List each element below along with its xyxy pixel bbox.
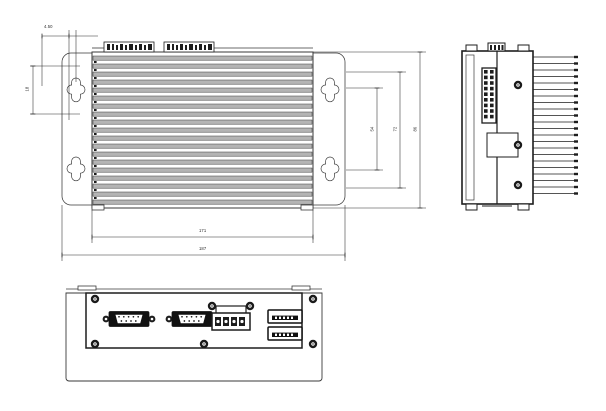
foot-bottom-right xyxy=(300,204,314,211)
io-screw-bottom-right xyxy=(308,339,318,349)
fin-root-marks xyxy=(94,61,97,199)
foot-bottom-left xyxy=(91,204,105,211)
side-recess-panel xyxy=(486,132,519,158)
side-edge-rail xyxy=(465,54,475,201)
pin-header-block xyxy=(481,67,497,124)
top-connector-cluster-left xyxy=(103,41,155,53)
io-screw-bottom-center xyxy=(199,339,209,349)
side-bottom-tabs xyxy=(465,203,530,211)
dim-label-86: 86 xyxy=(412,126,418,132)
usb-port-upper xyxy=(267,309,303,324)
db9-serial-port-1 xyxy=(102,311,156,327)
terminal-screw-left xyxy=(207,301,217,311)
io-tab-left xyxy=(77,285,97,291)
side-screw-top xyxy=(513,80,523,90)
dim-label-54: 54 xyxy=(369,126,375,132)
dim-label-187: 187 xyxy=(199,246,207,251)
dim-label-72: 72 xyxy=(392,126,398,132)
bottom-io-view xyxy=(65,285,323,382)
io-tab-right xyxy=(291,285,311,291)
side-screw-bottom xyxy=(513,180,523,190)
side-top-tabs xyxy=(465,44,530,52)
terminal-block xyxy=(207,301,255,331)
dim-label-171: 171 xyxy=(199,228,207,233)
front-view xyxy=(61,41,346,211)
heatsink-fin-stack-front xyxy=(92,55,313,205)
dim-label-18: 18 xyxy=(24,86,30,92)
side-top-connector xyxy=(487,42,506,52)
io-screw-bottom-left xyxy=(90,339,100,349)
side-view xyxy=(461,42,578,211)
io-screw-top-left xyxy=(90,294,100,304)
db9-serial-port-2 xyxy=(165,311,219,327)
heatsink-fin-stack-side xyxy=(533,55,578,195)
usb-port-lower xyxy=(267,326,303,341)
side-screw-middle xyxy=(513,140,523,150)
io-screw-top-right xyxy=(308,294,318,304)
mounting-bracket-right xyxy=(309,52,346,206)
dim-label-450: 4.50 xyxy=(44,24,53,29)
terminal-screw-right xyxy=(245,301,255,311)
top-connector-cluster-right xyxy=(163,41,215,53)
dimension-set-front xyxy=(30,30,426,261)
